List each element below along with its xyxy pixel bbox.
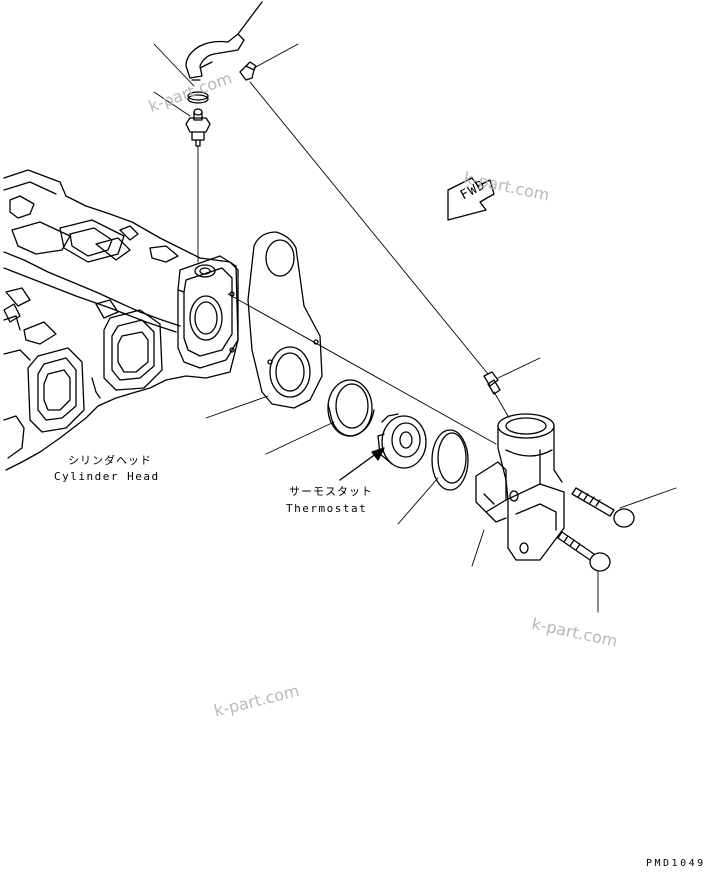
thermostat-housing [475,413,565,561]
hose-elbow [185,1,263,81]
cylinder-head-label-en: Cylinder Head [54,470,160,483]
thermostat-label-jp: サーモスタット [289,485,373,498]
washer-ring-back [187,94,209,104]
o-ring [431,429,469,491]
fwd-arrow-icon [447,177,495,221]
nipple-fitting [483,371,501,395]
bolt-upper [571,487,635,528]
seal-ring [327,379,375,437]
thermostat-label-en: Thermostat [286,502,368,515]
thermostat [377,413,427,469]
bolt-lower [557,531,611,572]
union-fitting [185,108,211,147]
cylinder-head-label-jp: シリンダヘッド [68,454,152,467]
thermostat-arrowhead [371,447,385,461]
washer-ring [187,91,209,101]
plug-fitting [239,61,257,81]
leader-lines [153,43,677,613]
drawing-code: PMD1049 [646,858,706,869]
cylinder-head [3,169,239,471]
gasket-plate [247,231,323,409]
